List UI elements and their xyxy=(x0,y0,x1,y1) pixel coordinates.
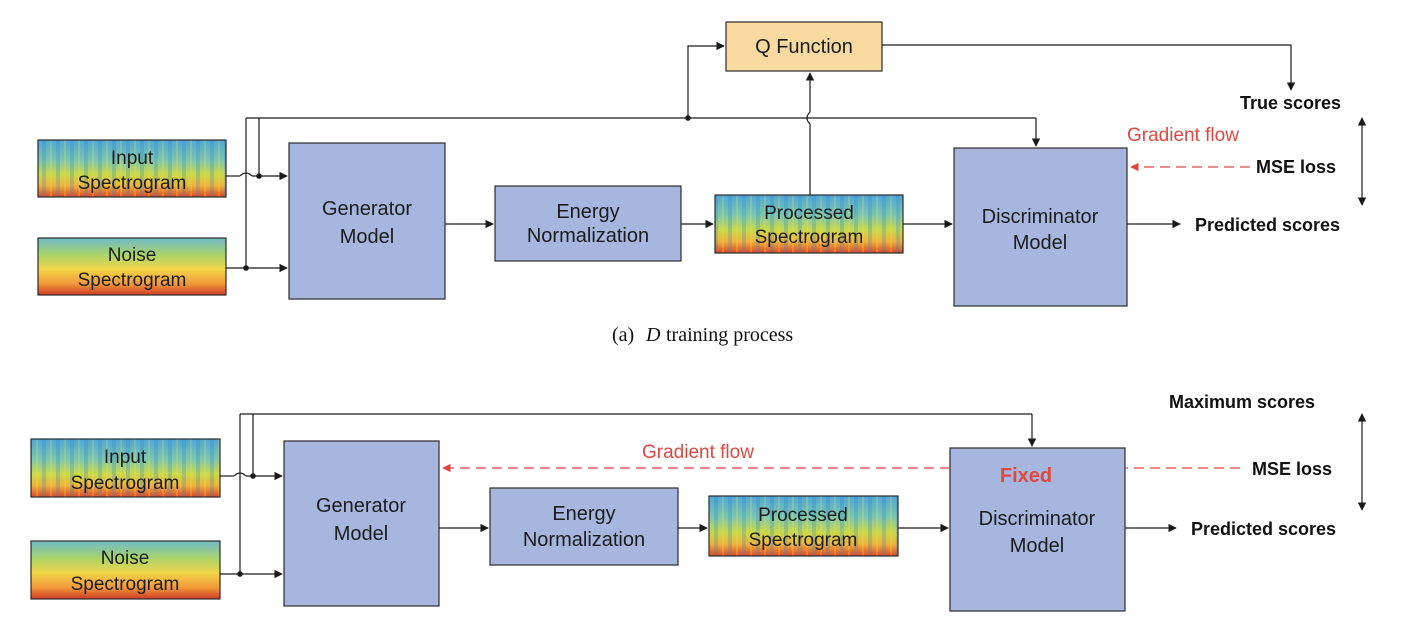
discriminator-model-b: Fixed Discriminator Model xyxy=(949,447,1126,612)
panel-b: Input Spectrogram Noise Spectrogram Gene… xyxy=(30,392,1367,612)
energy-normalization-b: Energy Normalization xyxy=(489,487,679,566)
q-function-label: Q Function xyxy=(755,36,853,58)
panel-a: Input Spectrogram Noise Spectrogram Gene… xyxy=(37,21,1367,346)
true-scores-label: True scores xyxy=(1240,93,1341,113)
processed-spectrogram-a: Processed Spectrogram xyxy=(714,194,904,254)
caption-text: training process xyxy=(666,324,793,346)
processed-spectrogram-a-line1: Processed xyxy=(764,203,854,224)
predicted-scores-label-b: Predicted scores xyxy=(1191,519,1336,539)
caption-prefix: (a) xyxy=(612,324,634,346)
caption-variable: D xyxy=(645,324,661,346)
energy-normalization-b-line1: Energy xyxy=(552,503,615,525)
q-function-box: Q Function xyxy=(725,21,883,72)
maximum-scores-label: Maximum scores xyxy=(1169,392,1315,412)
generator-model-b-line2: Model xyxy=(334,523,388,545)
mse-loss-label-a: MSE loss xyxy=(1256,157,1336,177)
processed-spectrogram-b-line2: Spectrogram xyxy=(749,530,858,551)
input-spectrogram-a-line1: Input xyxy=(111,148,154,169)
mse-loss-label-b: MSE loss xyxy=(1252,459,1332,479)
noise-spectrogram-b-line1: Noise xyxy=(101,548,150,569)
fixed-label: Fixed xyxy=(1000,465,1052,487)
generator-model-a-line1: Generator xyxy=(322,198,412,220)
noise-spectrogram-a-line2: Spectrogram xyxy=(78,270,187,291)
energy-normalization-b-line2: Normalization xyxy=(523,529,645,551)
input-spectrogram-b-line1: Input xyxy=(104,447,147,468)
connectors-a xyxy=(226,41,1367,273)
generator-model-a-line2: Model xyxy=(340,226,394,248)
processed-spectrogram-b: Processed Spectrogram xyxy=(708,495,899,557)
energy-normalization-a: Energy Normalization xyxy=(494,185,682,262)
energy-normalization-a-line1: Energy xyxy=(556,201,619,223)
generator-model-b: Generator Model xyxy=(283,440,440,607)
processed-spectrogram-b-line1: Processed xyxy=(758,505,848,526)
noise-spectrogram-b: Noise Spectrogram xyxy=(30,540,221,600)
energy-normalization-a-line2: Normalization xyxy=(527,225,649,247)
generator-model-b-line1: Generator xyxy=(316,495,406,517)
discriminator-model-a-line2: Model xyxy=(1013,232,1067,254)
discriminator-model-a-line1: Discriminator xyxy=(982,206,1099,228)
noise-spectrogram-a-line1: Noise xyxy=(108,245,157,266)
gradient-flow-label-a: Gradient flow xyxy=(1127,125,1239,146)
discriminator-model-b-line1: Discriminator xyxy=(979,508,1096,530)
input-spectrogram-a: Input Spectrogram xyxy=(37,139,227,198)
connectors-b xyxy=(220,413,1367,579)
generator-model-a: Generator Model xyxy=(288,142,446,300)
noise-spectrogram-b-line2: Spectrogram xyxy=(71,574,180,595)
discriminator-model-b-line2: Model xyxy=(1010,535,1064,557)
processed-spectrogram-a-line2: Spectrogram xyxy=(755,227,864,248)
predicted-scores-label-a: Predicted scores xyxy=(1195,215,1340,235)
input-spectrogram-a-line2: Spectrogram xyxy=(78,173,187,194)
discriminator-model-a: Discriminator Model xyxy=(953,147,1128,307)
noise-spectrogram-a: Noise Spectrogram xyxy=(37,237,227,296)
input-spectrogram-b-line2: Spectrogram xyxy=(71,473,180,494)
input-spectrogram-b: Input Spectrogram xyxy=(30,438,221,498)
gradient-flow-label-b: Gradient flow xyxy=(642,442,754,463)
